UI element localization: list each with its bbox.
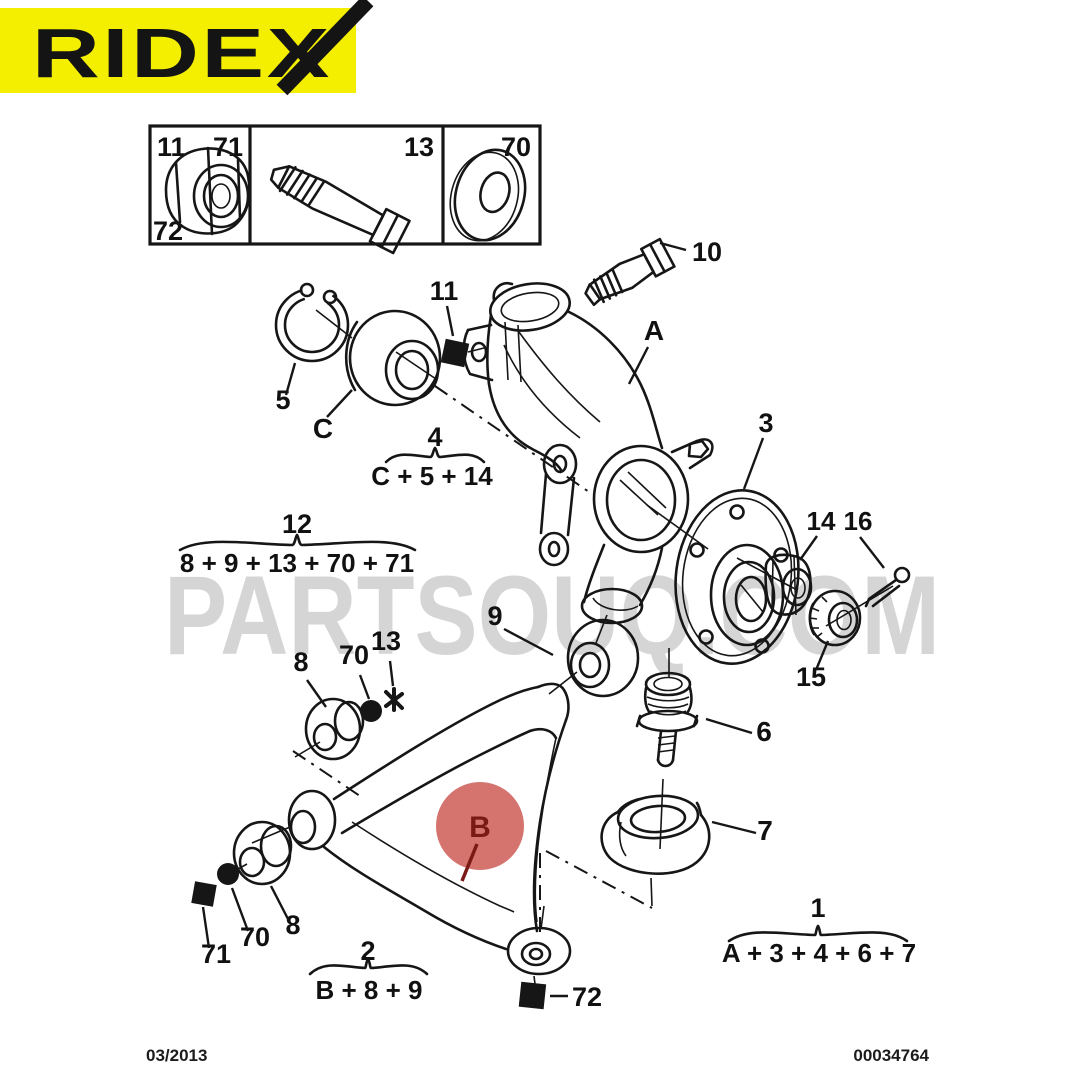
- bolt-10-drawing: [584, 237, 687, 307]
- marker-square-11: [440, 305, 485, 368]
- lock-nut-drawing: [164, 146, 251, 236]
- hub-drawing: [646, 489, 800, 665]
- marker-star-13: [384, 687, 404, 712]
- leader-line: [799, 535, 818, 561]
- kit-4-number: 4: [427, 422, 442, 452]
- lock-ring-nut-drawing: [808, 585, 894, 647]
- kit-1-label: 1 A + 3 + 4 + 6 + 7: [722, 893, 916, 968]
- box-label-72: 72: [153, 216, 183, 246]
- footer-doc-number: 00034764: [853, 1046, 929, 1065]
- highlight-leader: [460, 843, 479, 882]
- leader-line: [201, 906, 211, 949]
- leader-line: [326, 389, 353, 418]
- ridex-logo: RIDEX: [0, 0, 374, 96]
- callout-A-label: A: [644, 315, 664, 346]
- kit-4-contents: C + 5 + 14: [371, 461, 493, 491]
- washer-drawing: [449, 148, 527, 242]
- callout-8-upper-label: 8: [293, 647, 308, 677]
- leader-line: [269, 885, 290, 920]
- ball-joint-drawing: [635, 648, 699, 768]
- leader-line: [388, 660, 395, 687]
- callout-3-label: 3: [758, 408, 773, 438]
- marker-square-71: [191, 881, 217, 907]
- callout-11-label: 11: [430, 276, 459, 306]
- leader-line: [284, 362, 297, 396]
- axis-dash-line: [545, 850, 653, 909]
- callout-70-upper-label: 70: [339, 640, 369, 670]
- leader-line: [230, 887, 250, 932]
- callout-6-label: 6: [756, 716, 772, 747]
- callout-10-label: 10: [692, 237, 722, 267]
- leader-line: [627, 346, 650, 385]
- leader-line: [742, 437, 765, 490]
- steering-knuckle-drawing: [462, 282, 714, 625]
- callout-16-label: 16: [844, 506, 873, 536]
- callout-13-upper-label: 13: [371, 626, 401, 656]
- axis-line: [650, 877, 653, 907]
- rear-bushing-drawing: [548, 614, 640, 698]
- marker-dot-70-lower: [217, 863, 239, 885]
- leader-line: [859, 536, 885, 569]
- leader-line: [705, 717, 753, 735]
- highlighted-part-marker[interactable]: B: [436, 782, 524, 882]
- callout-8-lower-label: 8: [285, 910, 300, 940]
- kit-12-label: 12 8 + 9 + 13 + 70 + 71: [178, 509, 417, 578]
- cotter-pin-drawing: [864, 566, 911, 608]
- callout-72-label: 72: [572, 982, 602, 1012]
- leader-line: [358, 674, 371, 700]
- marker-square-72: [518, 975, 568, 1010]
- kit-1-contents: A + 3 + 4 + 6 + 7: [722, 938, 916, 968]
- box-label-13: 13: [404, 132, 434, 162]
- snap-ring-drawing: [274, 263, 353, 363]
- hub-nut-drawing: [764, 553, 813, 616]
- kit-2-contents: B + 8 + 9: [316, 975, 423, 1005]
- callout-7-label: 7: [757, 815, 773, 846]
- callout-9-label: 9: [487, 601, 502, 631]
- footer-date: 03/2013: [146, 1046, 207, 1065]
- leader-line: [503, 627, 554, 657]
- kit-2-number: 2: [360, 936, 375, 966]
- kit-12-contents: 8 + 9 + 13 + 70 + 71: [180, 548, 414, 578]
- highlight-circle[interactable]: [436, 782, 524, 870]
- highlight-B-label: B: [469, 811, 491, 844]
- front-bushing-upper-drawing: [294, 697, 365, 761]
- logo-x-slash: [276, 0, 374, 96]
- kit-1-number: 1: [810, 893, 825, 923]
- callout-70-lower-label: 70: [240, 922, 270, 952]
- wheel-bearing-drawing: [344, 309, 442, 407]
- leader-line: [306, 679, 327, 708]
- boot-drawing: [600, 778, 711, 875]
- leader-line: [711, 820, 757, 835]
- callout-C-label: C: [313, 413, 333, 444]
- kit-4-label: 4 C + 5 + 14: [371, 422, 493, 491]
- kit-2-label: 2 B + 8 + 9: [308, 936, 429, 1005]
- leader-line: [814, 640, 830, 671]
- marker-dot-70-upper: [360, 700, 382, 722]
- callout-14-label: 14: [807, 506, 836, 536]
- control-arm-drawing: [251, 682, 572, 976]
- logo-text: RIDEX: [32, 14, 332, 92]
- callout-15-label: 15: [796, 662, 826, 692]
- pinch-bolt-box-drawing: [269, 165, 411, 255]
- callout-71-label: 71: [201, 939, 231, 969]
- hardware-box: 11 71 72 13 70: [148, 124, 542, 255]
